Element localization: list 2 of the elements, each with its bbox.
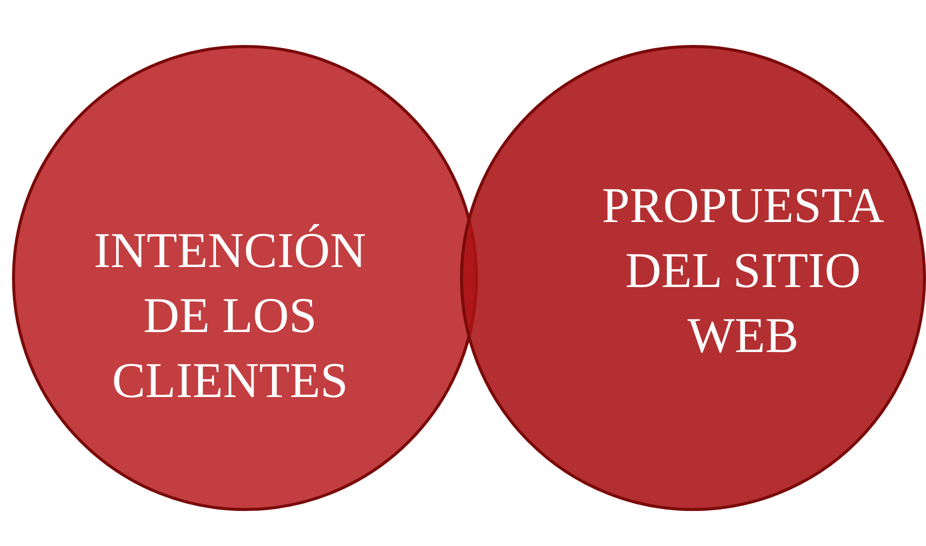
circle-label: INTENCIÓN DE LOS CLIENTES [92,221,368,410]
circle-label: PROPUESTA DEL SITIO WEB [600,176,886,365]
